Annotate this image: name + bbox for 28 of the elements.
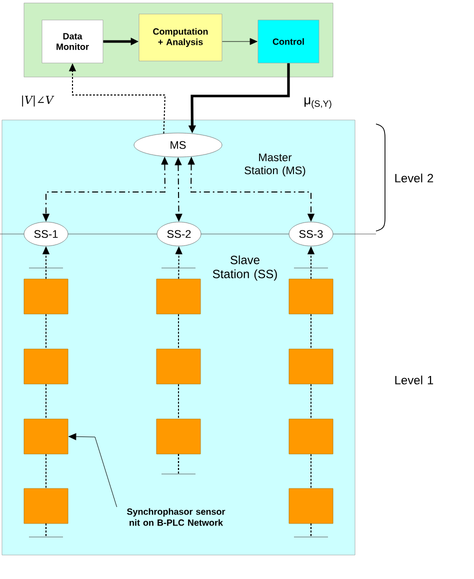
note-text: Synchrophasor sensor nit on B-PLC Network xyxy=(127,508,226,526)
sensor-box xyxy=(24,488,68,524)
edge-label: μ$_{(S,Y)}$ xyxy=(302,96,334,110)
level-label: Level 2 xyxy=(395,174,434,182)
process-box: Data Monitor xyxy=(42,20,104,64)
process-box: Computation + Analysis xyxy=(138,14,222,62)
connector-line xyxy=(178,384,179,420)
sensor-box xyxy=(156,418,201,454)
sensor-box xyxy=(24,418,68,454)
connector-line xyxy=(178,314,179,350)
level-label: Level 1 xyxy=(395,376,434,384)
leader-line xyxy=(68,433,118,508)
edge-label: |V|∠V xyxy=(20,94,54,108)
sensor-box xyxy=(288,348,334,384)
arrow xyxy=(222,38,258,45)
connector-line xyxy=(310,314,312,350)
sensor-box xyxy=(288,418,334,454)
sensor-box xyxy=(288,488,334,524)
sensor-box xyxy=(24,348,68,384)
station-label: Master Station (MS) xyxy=(244,154,306,176)
sensor-box xyxy=(156,348,201,384)
connector-line xyxy=(310,384,312,420)
sensor-box xyxy=(24,278,68,314)
sensor-box xyxy=(288,278,334,314)
process-box: Control xyxy=(258,20,320,64)
sensor-box xyxy=(156,278,201,314)
connector-line xyxy=(310,454,312,489)
station-label: Slave Station (SS) xyxy=(212,255,277,281)
